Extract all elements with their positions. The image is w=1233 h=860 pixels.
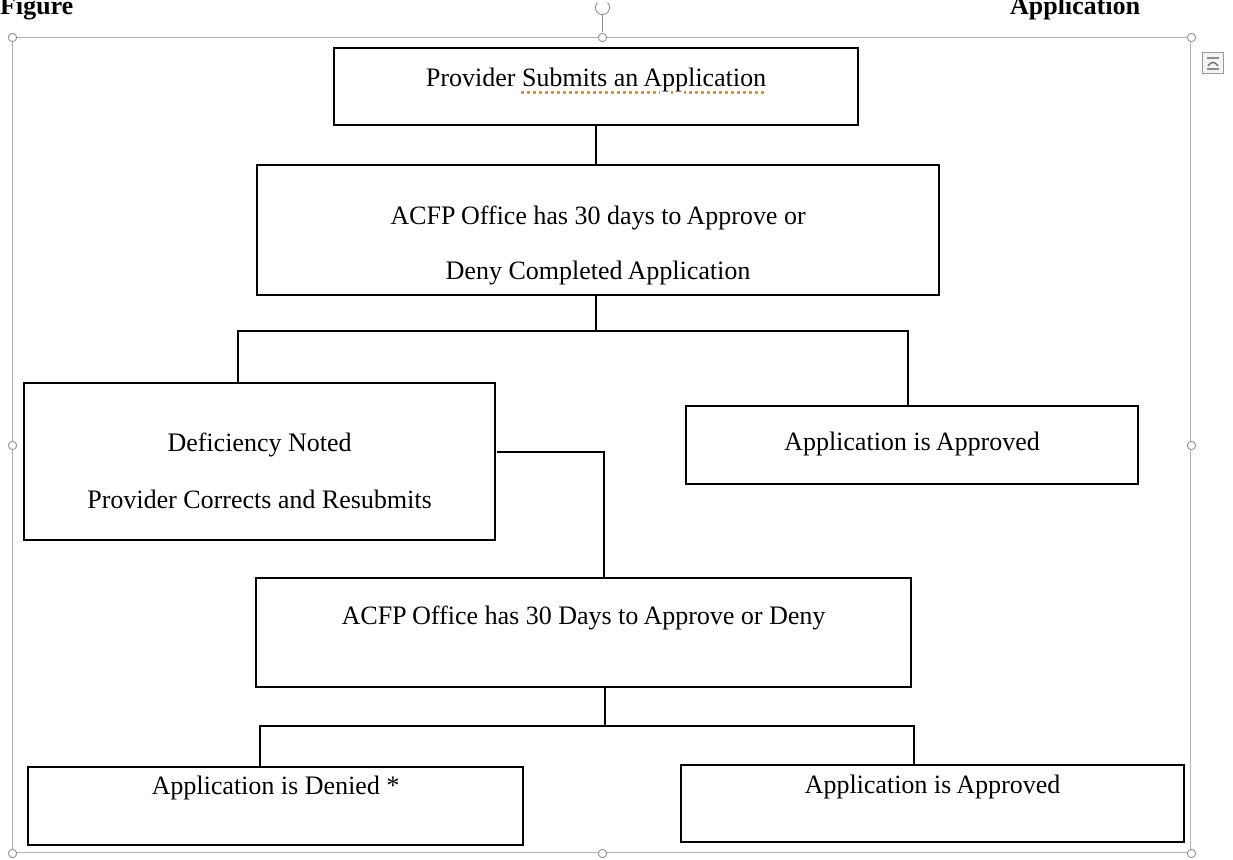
node-acfp-review-2-label: ACFP Office has 30 Days to Approve or De…	[341, 601, 826, 630]
node-approved-1-label: Application is Approved	[784, 427, 1040, 456]
node-denied[interactable]: Application is Denied *	[27, 766, 524, 846]
node-provider-submits[interactable]: Provider Submits an Application	[333, 47, 859, 126]
node-acfp-review-2[interactable]: ACFP Office has 30 Days to Approve or De…	[255, 577, 912, 688]
node-deficiency-noted[interactable]: Deficiency Noted Provider Corrects and R…	[23, 382, 496, 541]
node-approved-1[interactable]: Application is Approved	[685, 405, 1139, 485]
connector-review-down	[595, 295, 597, 332]
resize-handle-middle-right[interactable]	[1187, 441, 1196, 450]
node-approved-2[interactable]: Application is Approved	[680, 764, 1185, 843]
connector-deficiency-down	[603, 451, 605, 578]
node-acfp-review-1-line2: Deny Completed Application	[445, 256, 751, 285]
resize-handle-middle-left[interactable]	[8, 441, 17, 450]
header-text-left: Figure	[0, 0, 74, 20]
resize-handle-top-right[interactable]	[1187, 33, 1196, 42]
node-provider-submits-emphasis: Submits an Application	[521, 63, 767, 92]
resize-handle-bottom-middle[interactable]	[598, 849, 607, 858]
rotate-handle-icon[interactable]	[595, 0, 610, 15]
connector-branch-left	[237, 330, 239, 383]
connector-final-left	[259, 725, 261, 767]
resize-handle-bottom-right[interactable]	[1187, 849, 1196, 858]
connector-review2-down	[604, 687, 606, 725]
node-denied-label: Application is Denied *	[151, 771, 400, 800]
node-deficiency-line1: Deficiency Noted	[167, 428, 352, 457]
connector-deficiency-out	[497, 451, 604, 453]
resize-handle-bottom-left[interactable]	[8, 849, 17, 858]
rotate-stem	[602, 8, 603, 32]
node-deficiency-line2: Provider Corrects and Resubmits	[87, 485, 432, 514]
layout-options-button[interactable]	[1202, 52, 1224, 74]
header-text-right: Application	[1010, 0, 1141, 20]
node-acfp-review-1[interactable]: ACFP Office has 30 days to Approve or De…	[256, 164, 940, 296]
node-provider-submits-lead: Provider	[425, 63, 522, 92]
connector-branch-right	[907, 330, 909, 406]
node-approved-2-label: Application is Approved	[804, 770, 1061, 799]
resize-handle-top-middle[interactable]	[598, 33, 607, 42]
node-acfp-review-1-line1: ACFP Office has 30 days to Approve or	[390, 201, 806, 230]
connector-start-to-review	[595, 125, 597, 165]
connector-final-right	[913, 725, 915, 767]
connector-branch-horizontal	[237, 330, 909, 332]
connector-final-horizontal	[259, 725, 915, 727]
layout-options-icon	[1207, 57, 1219, 70]
resize-handle-top-left[interactable]	[8, 33, 17, 42]
